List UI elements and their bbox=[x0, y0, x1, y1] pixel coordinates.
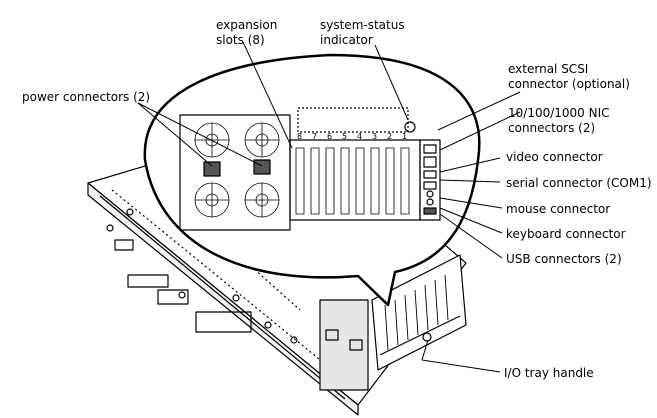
label-power-connectors: power connectors (2) bbox=[22, 90, 151, 104]
label-usb-connectors: USB connectors (2) bbox=[506, 252, 622, 266]
slot-number-7: 7 bbox=[312, 132, 317, 141]
label-system-status-line2: indicator bbox=[320, 33, 373, 47]
label-nic-connectors: 10/100/1000 NIC connectors (2) bbox=[508, 106, 610, 136]
label-system-status-line1: system-status bbox=[320, 18, 405, 32]
slot-number-3: 3 bbox=[372, 132, 377, 141]
leader-lines bbox=[137, 41, 521, 373]
label-video-connector: video connector bbox=[506, 150, 603, 164]
label-keyboard-connector: keyboard connector bbox=[506, 227, 626, 241]
magnified-rear-view bbox=[179, 107, 441, 231]
callout-bubble bbox=[143, 53, 481, 307]
label-external-scsi-line2: connector (optional) bbox=[508, 77, 630, 91]
slot-number-5: 5 bbox=[342, 132, 347, 141]
slot-number-2: 2 bbox=[387, 132, 392, 141]
label-external-scsi: external SCSI connector (optional) bbox=[508, 62, 630, 92]
slot-number-8: 8 bbox=[297, 132, 302, 141]
label-nic-connectors-line1: 10/100/1000 NIC bbox=[508, 106, 610, 120]
label-mouse-connector: mouse connector bbox=[506, 202, 611, 216]
label-expansion-slots-line2: slots (8) bbox=[216, 33, 265, 47]
label-io-tray-handle: I/O tray handle bbox=[504, 366, 594, 380]
label-system-status: system-status indicator bbox=[320, 18, 405, 48]
slot-number-4: 4 bbox=[357, 132, 362, 141]
slot-number-1: 1 bbox=[402, 132, 407, 141]
label-expansion-slots: expansion slots (8) bbox=[216, 18, 277, 48]
label-external-scsi-line1: external SCSI bbox=[508, 62, 589, 76]
slot-number-labels: 8 7 6 5 4 3 2 1 bbox=[297, 132, 407, 141]
label-serial-connector: serial connector (COM1) bbox=[506, 176, 652, 190]
slot-number-6: 6 bbox=[327, 132, 332, 141]
label-nic-connectors-line2: connectors (2) bbox=[508, 121, 596, 135]
label-expansion-slots-line1: expansion bbox=[216, 18, 278, 32]
